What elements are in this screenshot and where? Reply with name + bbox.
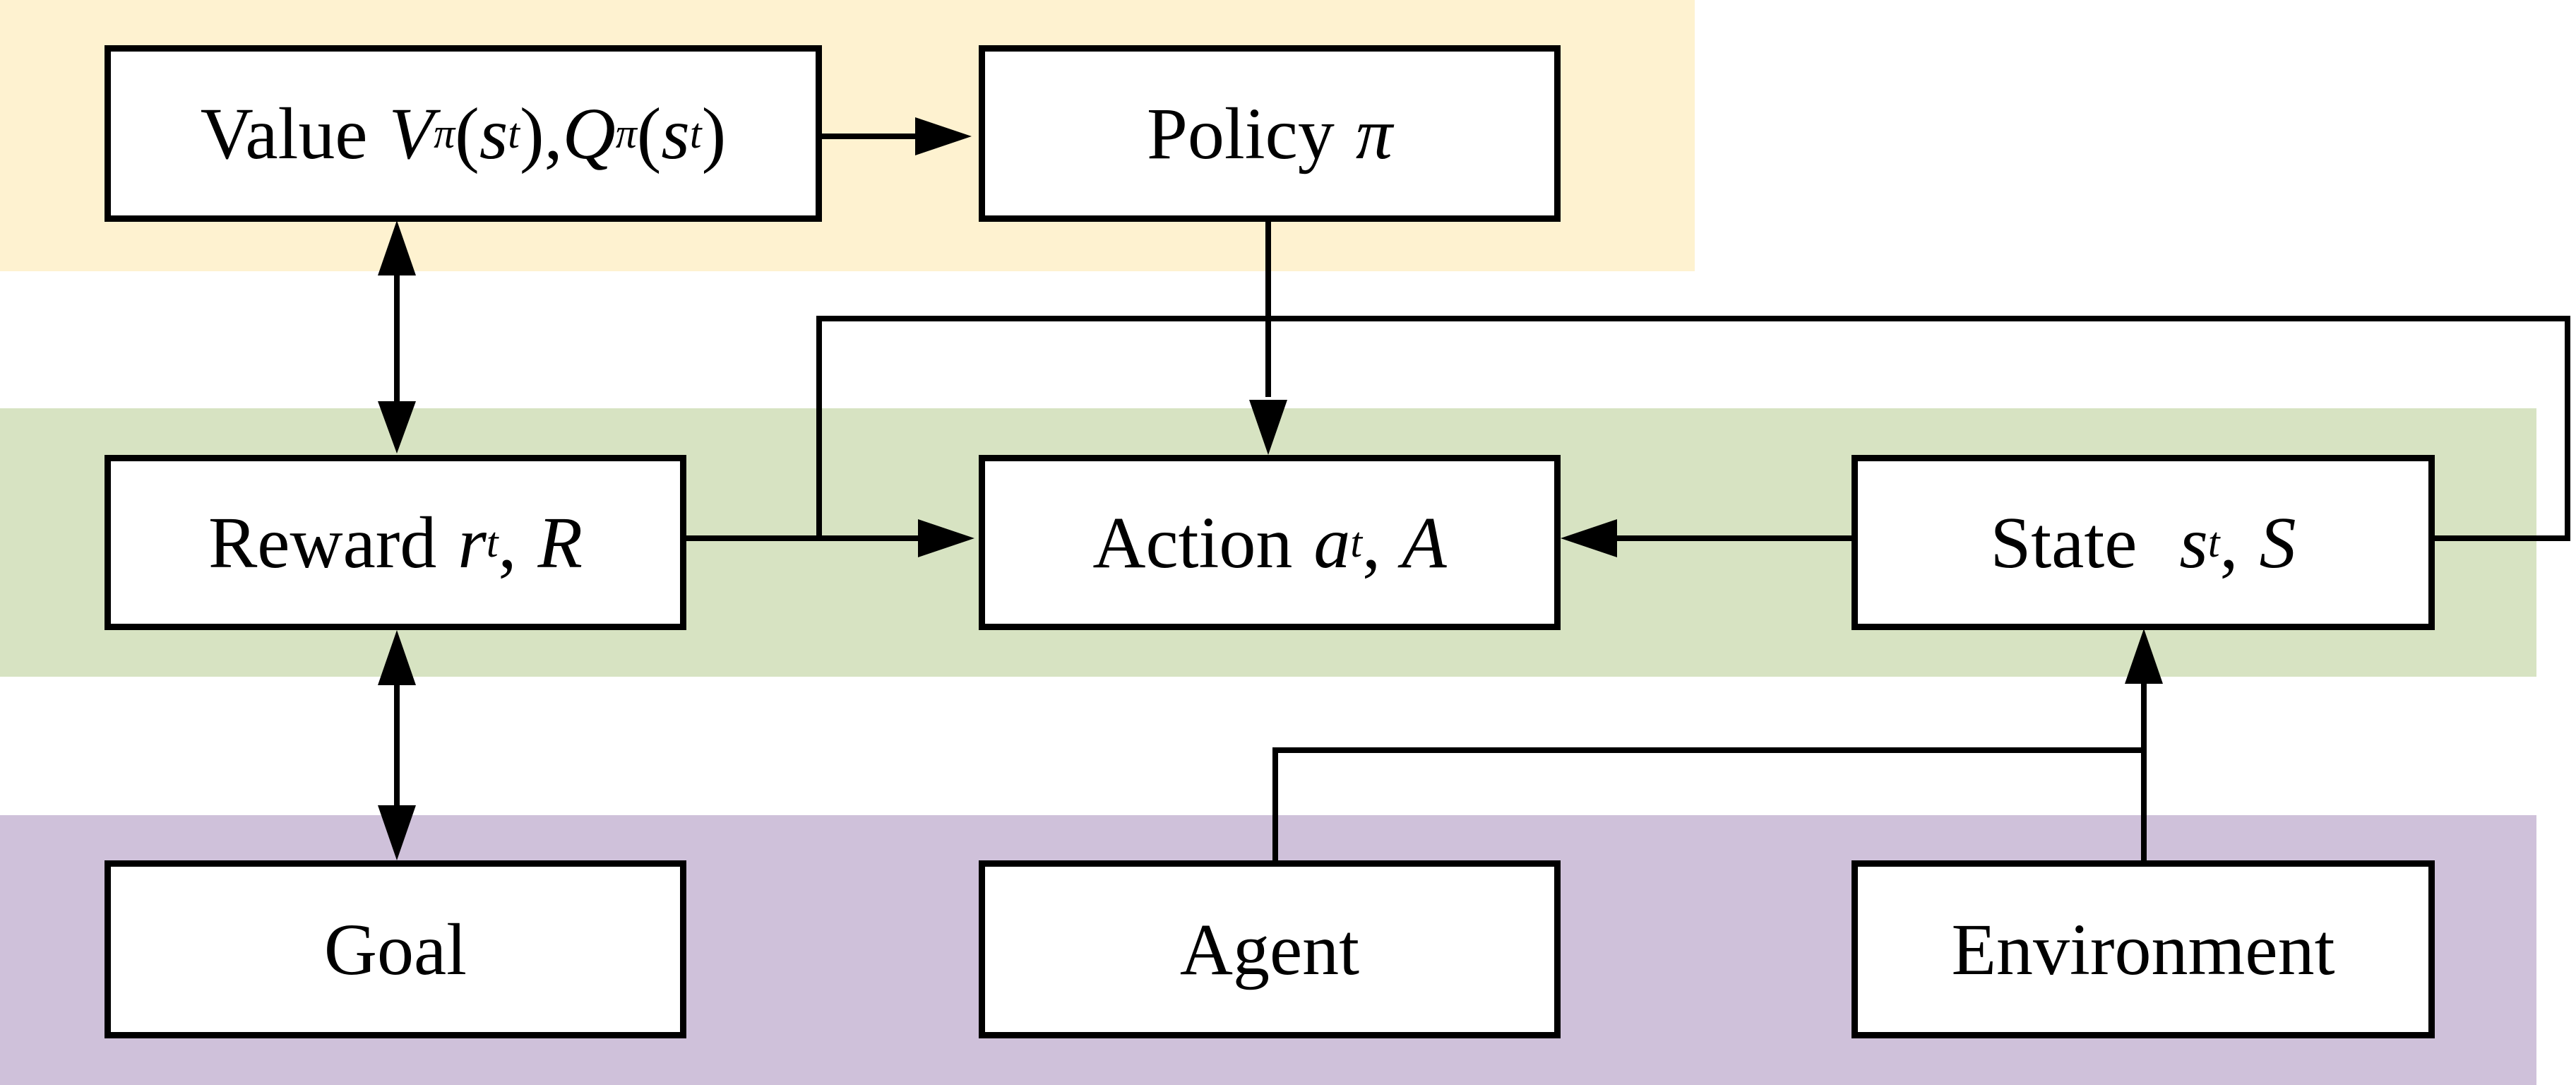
environment-label: Environment <box>1951 908 2335 990</box>
arrowhead-reward-down <box>378 630 416 685</box>
edge-agent-state <box>1272 747 2144 863</box>
value-label: Value <box>200 93 368 174</box>
environment-box: Environment <box>1852 860 2435 1038</box>
arrowhead-action-right <box>1561 519 1617 557</box>
reward-label: Reward <box>208 502 437 583</box>
state-label: State <box>1990 502 2137 583</box>
agent-box: Agent <box>979 860 1561 1038</box>
arrowhead-reward-up <box>378 401 416 453</box>
arrowhead-state-up <box>2125 629 2163 684</box>
goal-label: Goal <box>323 908 467 990</box>
agent-label: Agent <box>1179 908 1360 990</box>
arrowhead-value-up <box>378 220 416 275</box>
arrowhead-policy <box>915 117 972 155</box>
arrowhead-action-left <box>918 519 974 557</box>
arrowhead-goal-down <box>378 805 416 860</box>
action-label: Action <box>1092 502 1293 583</box>
arrowhead-action-top <box>1249 400 1287 455</box>
pi-symbol: π <box>1355 93 1393 174</box>
goal-box: Goal <box>105 860 686 1038</box>
edge-state-feedback <box>816 316 2570 541</box>
policy-label: Policy <box>1147 93 1335 174</box>
